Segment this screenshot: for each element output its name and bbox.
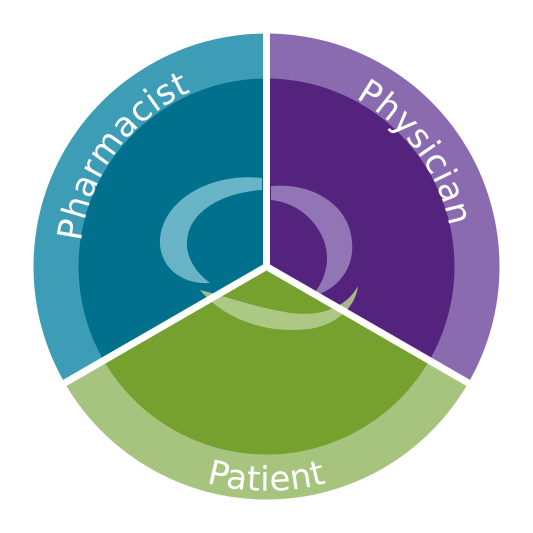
divider-right (264, 263, 473, 388)
divider-left (60, 263, 269, 388)
swirl-bottom (200, 286, 358, 331)
swirl-right (271, 185, 353, 296)
swirl-left (159, 177, 262, 284)
swirl-logo (159, 177, 358, 331)
patient-label: Patient (204, 453, 329, 500)
dividers (60, 30, 473, 388)
patient-inner-wedge (103, 266, 430, 455)
